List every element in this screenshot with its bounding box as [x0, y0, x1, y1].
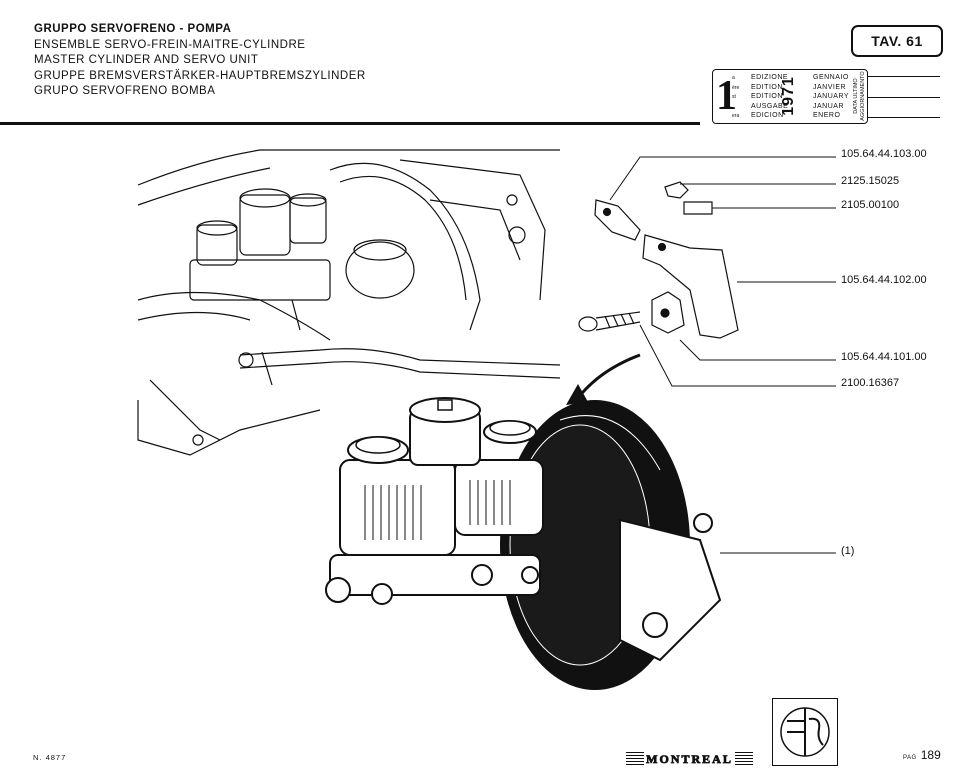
servo-unit-illustration	[325, 397, 722, 690]
engine-bay-sketch	[137, 149, 561, 456]
page-value: 189	[920, 748, 941, 762]
arrow-shaft	[576, 353, 641, 399]
ordinal: st	[732, 94, 736, 100]
edition-word: AUSGABE	[751, 102, 789, 110]
badge-graphic	[780, 707, 830, 757]
title-english: MASTER CYLINDER AND SERVO UNIT	[34, 54, 259, 66]
header-rule	[0, 122, 700, 125]
part-number: 105.64.44.101.00	[841, 351, 927, 363]
month: JANUARY	[813, 93, 850, 100]
title-spanish: GRUPO SERVOFRENO BOMBA	[34, 85, 216, 97]
bracket-parts	[578, 181, 739, 339]
table-label: TAV. 61	[851, 25, 943, 57]
edition-word: EDIZIONE	[751, 74, 789, 81]
edition-box: 1 a ère st era EDIZIONE EDITION EDITION …	[712, 69, 868, 124]
part-number: 105.64.44.103.00	[841, 148, 927, 160]
arrow-head	[566, 384, 588, 405]
ordinal: era	[732, 113, 740, 119]
leader-lines	[609, 156, 836, 554]
update-line	[868, 97, 940, 98]
edition-months: GENNAIO JANVIER JANUARY JANUAR ENERO	[813, 73, 849, 121]
part-note-reference: (1)	[841, 545, 855, 557]
month: JANUAR	[813, 102, 845, 110]
edition-words: EDIZIONE EDITION EDITION AUSGABE EDICION	[751, 73, 788, 121]
edition-ordinals: a ère st era	[732, 74, 739, 122]
update-line	[868, 76, 940, 77]
edition-number: 1	[716, 73, 737, 119]
part-number: 2125.15025	[841, 175, 900, 187]
ordinal: a	[732, 75, 735, 81]
document-number: N. 4877	[33, 753, 67, 762]
part-number: 105.64.44.102.00	[841, 274, 927, 286]
month: ENERO	[813, 112, 841, 119]
alfa-romeo-badge-icon	[772, 698, 838, 766]
edition-word: EDICION	[751, 112, 784, 119]
title-italian: GRUPPO SERVOFRENO - POMPA	[34, 23, 232, 35]
ordinal: ère	[732, 84, 740, 91]
page-label: PAG	[903, 755, 917, 761]
title-french: ENSEMBLE SERVO-FREIN-MAITRE-CYLINDRE	[34, 38, 306, 51]
month: GENNAIO	[813, 74, 849, 81]
title-block: GRUPPO SERVOFRENO - POMPA ENSEMBLE SERVO…	[34, 22, 366, 100]
month: JANVIER	[813, 83, 847, 91]
update-line	[868, 117, 940, 118]
title-german: GRUPPE BREMSVERSTÄRKER-HAUPTBREMSZYLINDE…	[34, 69, 366, 82]
part-number: 2100.16367	[841, 377, 900, 389]
brand-logo: MONTREAL	[626, 751, 753, 767]
part-number: 2105.00100	[841, 199, 900, 211]
edition-word: EDITION	[751, 83, 783, 91]
edition-word: EDITION	[751, 93, 783, 100]
brand-name: MONTREAL	[644, 751, 735, 767]
